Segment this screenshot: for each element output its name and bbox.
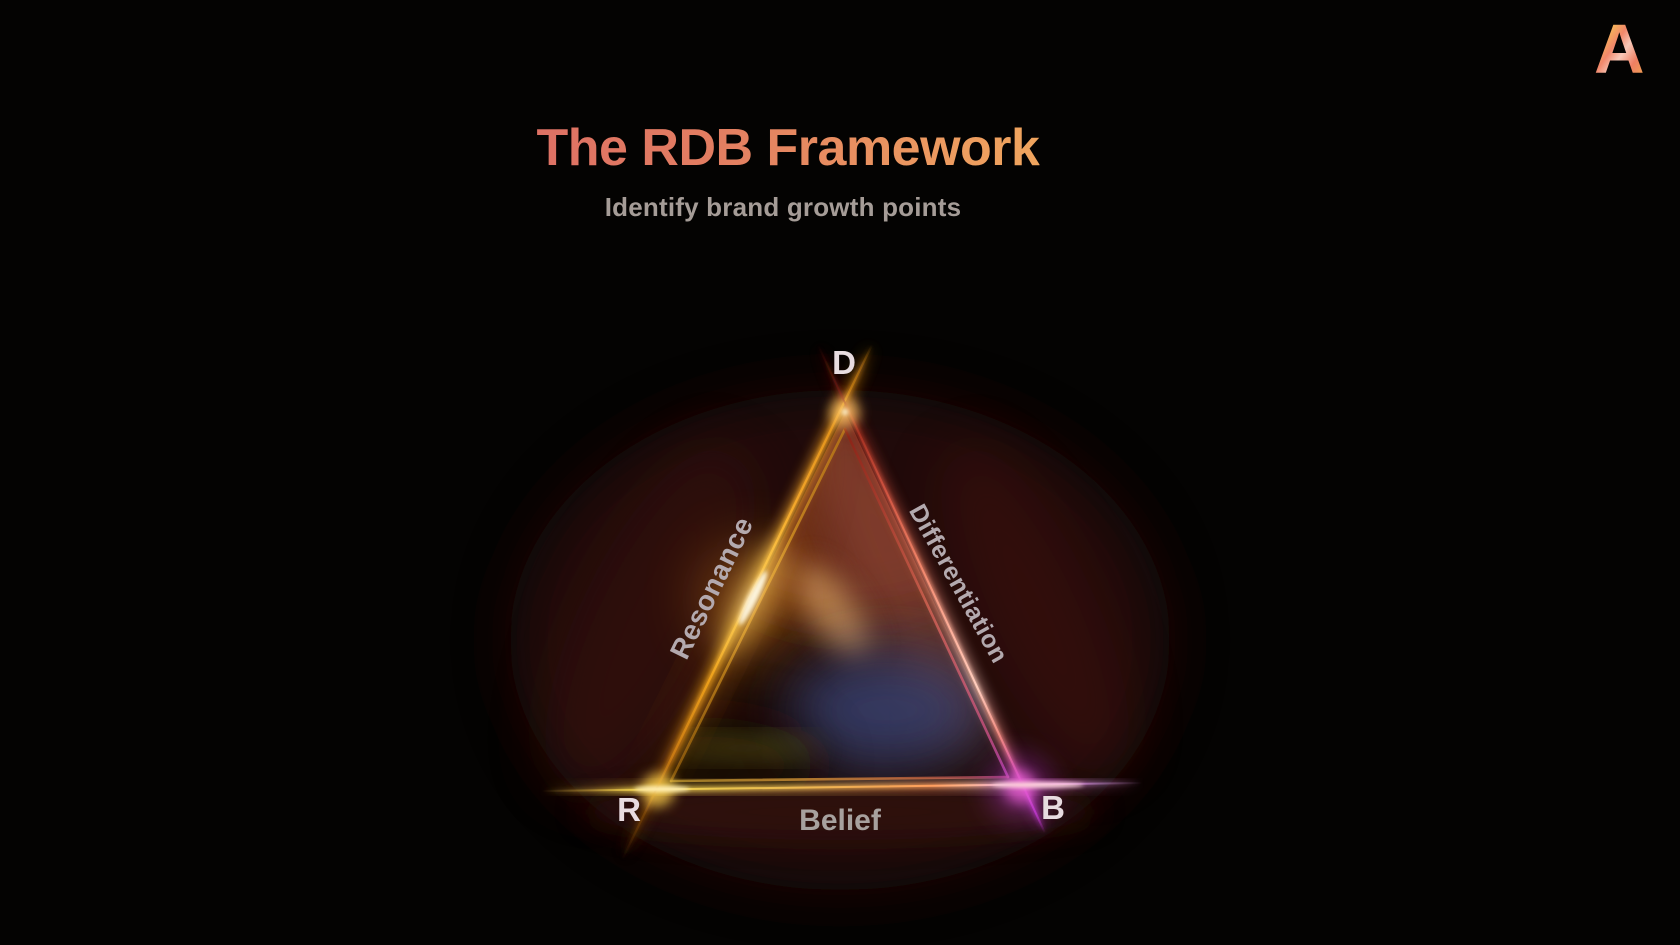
- vertex-label-b: B: [1041, 789, 1065, 826]
- vertex-label-r: R: [617, 791, 641, 828]
- edge-label-belief: Belief: [799, 804, 881, 837]
- brand-logo-letter: A: [1594, 10, 1645, 88]
- vertex-label-d: D: [832, 344, 856, 381]
- brand-logo: A: [1594, 14, 1645, 84]
- slide-subtitle: Identify brand growth points: [604, 192, 962, 222]
- lens-flares: [634, 397, 1084, 820]
- slide-title: The RDB Framework: [536, 119, 1040, 177]
